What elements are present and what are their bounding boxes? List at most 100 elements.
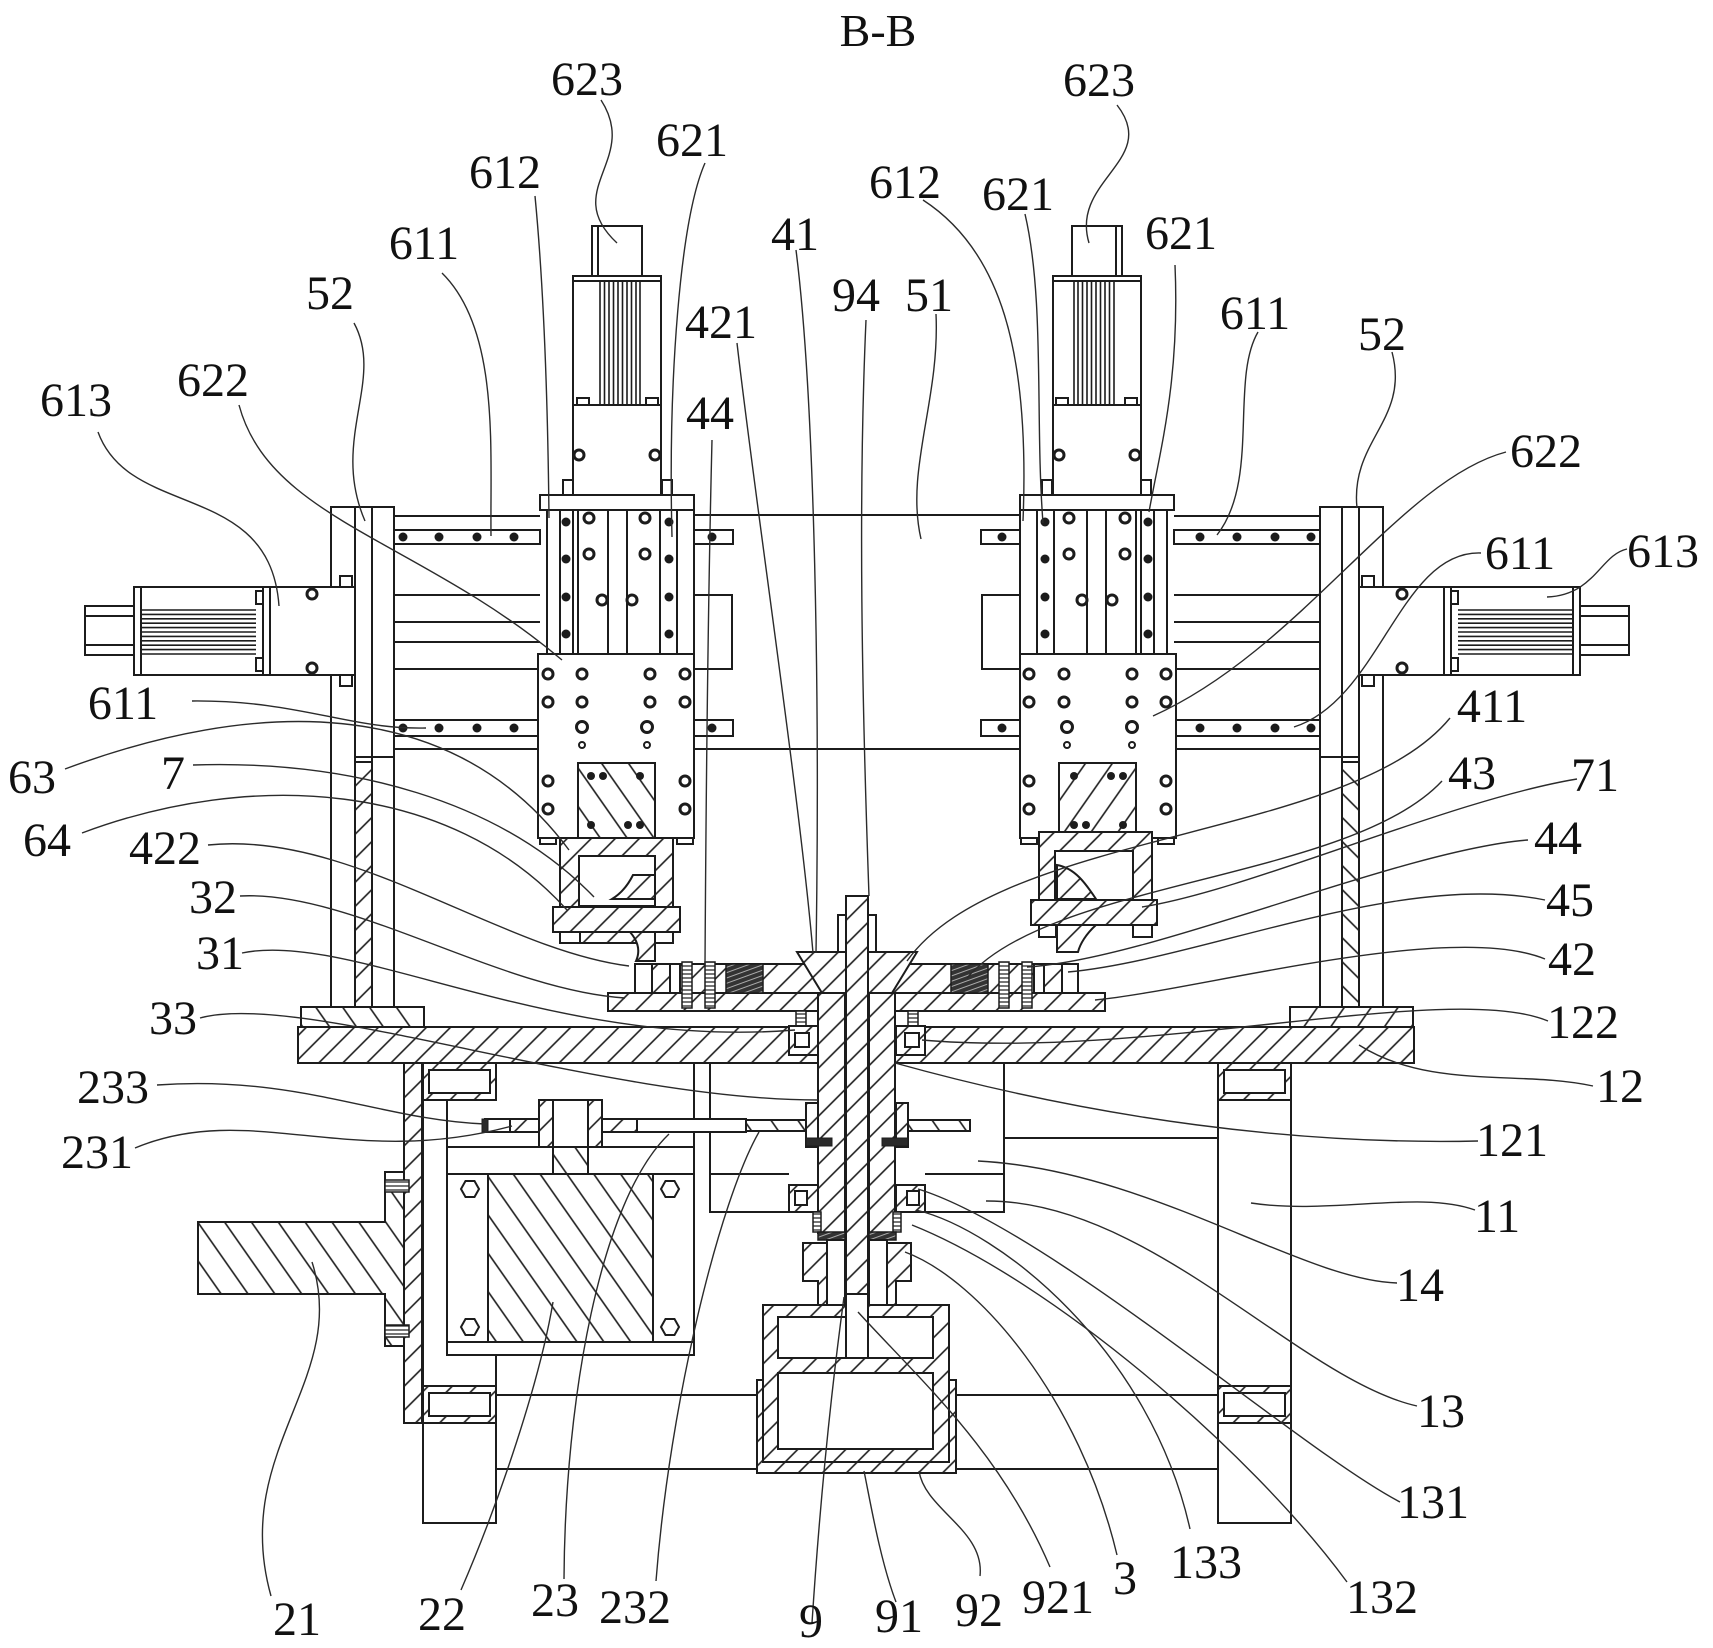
callout-45: 45 — [1546, 874, 1594, 927]
callout-611-top-right: 611 — [1220, 287, 1290, 340]
callout-11: 11 — [1474, 1190, 1520, 1243]
leader-line-64 — [81, 794, 568, 911]
slider-bolt — [643, 667, 657, 681]
leader-line-52-right — [1355, 351, 1397, 509]
tool-head-right — [1030, 831, 1158, 953]
motor-bolt — [648, 448, 662, 462]
fixing-screw — [1021, 961, 1033, 1009]
callout-133: 133 — [1170, 1536, 1242, 1589]
compression-spring — [725, 963, 764, 994]
leader-lines — [64, 99, 1628, 1624]
leader-line-94 — [860, 319, 870, 897]
motor-bolt — [572, 448, 586, 462]
callout-13: 13 — [1417, 1385, 1465, 1438]
coupling-half — [802, 1242, 828, 1306]
positioning-block — [1061, 963, 1079, 994]
leader-line-613-left — [97, 431, 280, 607]
callout-43: 43 — [1448, 747, 1496, 800]
leader-line-232 — [655, 1131, 760, 1582]
module-hole — [664, 592, 674, 602]
hollow-sleeve-wall — [868, 992, 896, 1234]
motor-tab — [645, 397, 659, 406]
slider-bolt — [541, 667, 555, 681]
hex-bolt — [659, 1180, 681, 1198]
bearing-screw — [907, 1010, 919, 1028]
module-bolt — [625, 593, 639, 607]
callout-51: 51 — [905, 269, 953, 322]
callout-71: 71 — [1571, 749, 1619, 802]
callout-41: 41 — [771, 208, 819, 261]
leader-line-612-left — [534, 195, 550, 519]
slider-bolt — [541, 802, 555, 816]
module-bolt — [638, 511, 652, 525]
rail-hole — [509, 532, 519, 542]
hex-bolt — [459, 1318, 481, 1336]
leader-line-622-right — [1152, 451, 1507, 717]
callout-122: 122 — [1547, 996, 1619, 1049]
callout-63: 63 — [8, 751, 56, 804]
frame-crossbars — [496, 1394, 1218, 1470]
module-bolt — [638, 547, 652, 561]
leader-line-621-right-b — [1148, 264, 1177, 513]
cup-lower-cavity — [777, 1372, 934, 1450]
frame-leg-edges — [422, 1100, 497, 1386]
motor-nub — [562, 479, 574, 496]
vertical-servo-motor — [562, 225, 673, 496]
bearing-race — [906, 1190, 920, 1206]
rod-end-cap — [481, 1118, 489, 1133]
callout-12: 12 — [1596, 1060, 1644, 1113]
callout-622-left: 622 — [177, 354, 249, 407]
cutter-tip — [627, 931, 656, 962]
adapter-hole — [624, 821, 632, 829]
slider-bolt — [541, 774, 555, 788]
callout-231: 231 — [61, 1126, 133, 1179]
mount-nub — [339, 674, 353, 687]
bearing-race — [904, 1032, 920, 1048]
set-screw — [881, 1137, 909, 1147]
callout-131: 131 — [1397, 1476, 1469, 1529]
positioning-slot — [1033, 963, 1045, 994]
module-hole — [561, 592, 571, 602]
upper-module-left — [84, 225, 734, 1028]
coupling-washer — [817, 1231, 846, 1241]
callout-44-top: 44 — [686, 387, 734, 440]
motor-shaft-housing — [84, 605, 135, 656]
slider-foot — [676, 837, 694, 845]
tool-clamp-plate — [1030, 899, 1158, 926]
adapter-hole — [599, 772, 607, 780]
motor-flange — [572, 404, 662, 496]
slider-bolt — [643, 695, 657, 709]
leader-line-43 — [966, 780, 1443, 979]
leader-line-71 — [1141, 778, 1578, 908]
callout-labels: 623 621 612 611 52 622 613 421 44 41 94 … — [8, 53, 1699, 1648]
column-hatched-section — [354, 761, 373, 1008]
leader-line-421 — [736, 342, 814, 954]
cup-upper-cavity — [777, 1316, 847, 1359]
callout-613-right: 613 — [1627, 525, 1699, 578]
driven-gear — [907, 1119, 971, 1132]
rod-end-block — [693, 594, 733, 670]
adapter-hole — [636, 821, 644, 829]
motor-output-shaft — [552, 1146, 589, 1175]
leader-line-9 — [811, 1296, 845, 1624]
motor-tab — [255, 590, 264, 605]
leader-line-41 — [795, 249, 818, 954]
callout-32: 32 — [189, 871, 237, 924]
leader-line-611-mid-left — [191, 700, 427, 729]
vertical-linear-module — [539, 494, 695, 655]
callout-44-right: 44 — [1534, 812, 1582, 865]
frame-leg-left — [422, 1422, 497, 1524]
slider-hole — [578, 741, 586, 749]
module-hole — [664, 554, 674, 564]
leader-line-33 — [199, 1012, 819, 1101]
leader-line-613-right — [1546, 548, 1628, 598]
mount-bolt — [305, 661, 319, 675]
cup-upper-cavity — [867, 1316, 934, 1359]
leader-line-133 — [915, 1209, 1191, 1530]
leader-line-31 — [241, 949, 796, 1033]
leader-line-23 — [563, 1133, 670, 1580]
rail-hole — [434, 723, 444, 733]
rail-hole — [472, 723, 482, 733]
leader-line-63 — [64, 720, 570, 851]
